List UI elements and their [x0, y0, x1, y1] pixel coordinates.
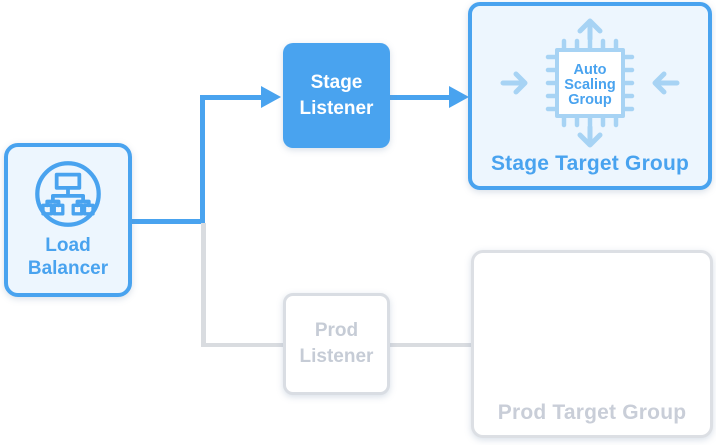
stage-listener-node[interactable]: Stage Listener [283, 43, 390, 148]
load-balancer-node[interactable]: Load Balancer [4, 143, 132, 297]
stage-target-group-label: Stage Target Group [490, 152, 690, 175]
prod-listener-node[interactable]: Prod Listener [283, 293, 390, 395]
edge-stage-listener-to-stage-tg-line [389, 95, 450, 100]
edge-lb-to-prod-listener-segment-v [201, 223, 206, 345]
prod-target-group-label: Prod Target Group [497, 401, 687, 424]
load-balancer-label: Load Balancer [27, 234, 109, 279]
load-balancer-icon [35, 160, 101, 227]
stage-listener-label: Stage Listener [299, 71, 374, 119]
asg-icon-label-line3: Group [568, 92, 612, 108]
auto-scaling-group-icon: Auto Scaling Group [500, 18, 680, 148]
edge-lb-to-stage-listener-arrowhead-icon [261, 86, 281, 108]
stage-target-group-node[interactable]: Auto Scaling Group Stage Target Group [468, 2, 712, 190]
edge-lb-to-stage-listener-segment-h1 [130, 219, 205, 224]
asg-icon-label-line1: Auto [573, 62, 606, 78]
edge-prod-listener-to-prod-tg-line [389, 343, 473, 347]
prod-target-group-node[interactable]: Prod Target Group [471, 250, 713, 438]
edge-lb-to-stage-listener-segment-v [200, 95, 205, 224]
asg-icon-label-line2: Scaling [564, 77, 616, 93]
edge-stage-listener-to-stage-tg-arrowhead-icon [449, 86, 469, 108]
edge-lb-to-prod-listener-segment-h [201, 343, 285, 347]
edge-lb-to-stage-listener-segment-h2 [203, 95, 262, 100]
prod-listener-label: Prod Listener [299, 320, 374, 367]
